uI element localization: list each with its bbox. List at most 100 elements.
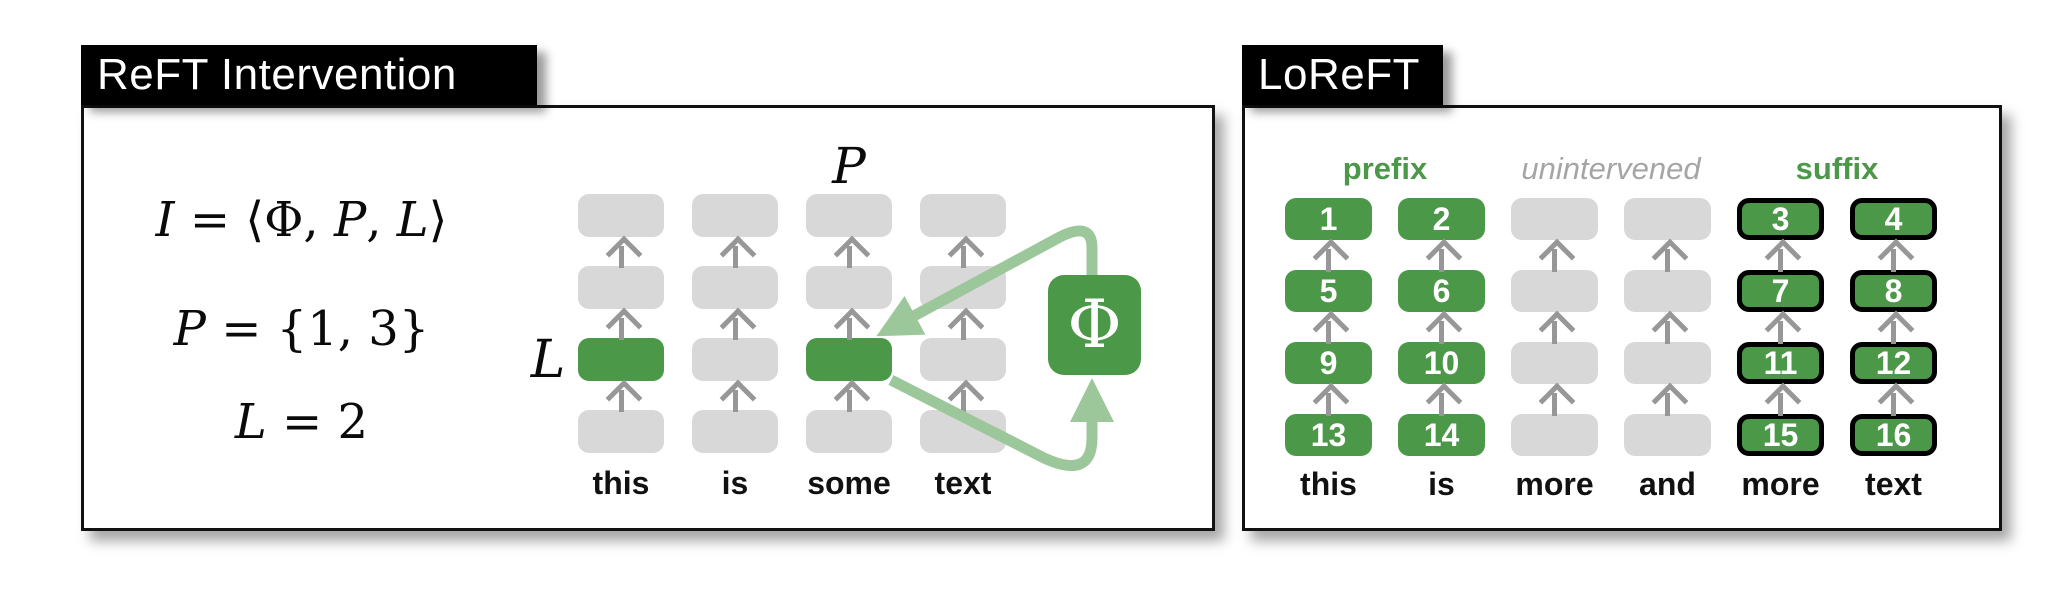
hidden-state-cell: [692, 338, 778, 381]
token-label: some: [807, 465, 891, 501]
hidden-state-cell: [920, 266, 1006, 309]
hidden-state-cell: [920, 338, 1006, 381]
up-arrow-icon: [692, 237, 778, 268]
suffix-intervention-cell: 15: [1737, 414, 1824, 456]
up-arrow-icon: [1737, 384, 1824, 416]
up-arrow-icon: [1624, 312, 1711, 344]
up-arrow-icon: [1511, 240, 1598, 272]
suffix-intervention-cell: 8: [1850, 270, 1937, 312]
intervention-cell: 9: [1285, 342, 1372, 384]
hidden-state-cell: [578, 194, 664, 237]
suffix-intervention-cell: 3: [1737, 198, 1824, 240]
hidden-state-cell: [578, 410, 664, 453]
token-label: this: [592, 465, 650, 501]
token-column-and: and: [1624, 198, 1711, 503]
token-column-this: 1 5 9 13 this: [1285, 198, 1372, 503]
token-label: more: [1741, 466, 1820, 502]
up-arrow-icon: [806, 309, 892, 340]
token-label: and: [1639, 466, 1696, 502]
up-arrow-icon: [1850, 384, 1937, 416]
up-arrow-icon: [1398, 240, 1485, 272]
up-arrow-icon: [1737, 312, 1824, 344]
up-arrow-icon: [920, 237, 1006, 268]
token-column-text: 4 8 12 16 text: [1850, 198, 1937, 503]
token-column-is: 2 6 10 14 is: [1398, 198, 1485, 503]
up-arrow-icon: [1511, 312, 1598, 344]
up-arrow-icon: [1285, 312, 1372, 344]
up-arrow-icon: [578, 237, 664, 268]
hidden-state-cell: [692, 194, 778, 237]
up-arrow-icon: [920, 381, 1006, 412]
equation-intervention: I = ⟨Φ, P, L⟩: [155, 192, 448, 248]
hidden-state-cell: [1511, 342, 1598, 384]
reft-panel-title-text: ReFT Intervention: [97, 50, 457, 99]
up-arrow-icon: [578, 381, 664, 412]
token-column-more2: 3 7 11 15 more: [1737, 198, 1824, 503]
hidden-state-cell: [920, 194, 1006, 237]
hidden-state-cell: [1624, 198, 1711, 240]
hidden-state-cell: [1511, 270, 1598, 312]
reft-panel-title: ReFT Intervention: [81, 45, 537, 105]
intervened-state-cell: [806, 338, 892, 381]
intervened-state-cell: [578, 338, 664, 381]
loreft-panel-title: LoReFT: [1242, 45, 1443, 105]
up-arrow-icon: [1398, 312, 1485, 344]
hidden-state-cell: [1624, 414, 1711, 456]
suffix-intervention-cell: 12: [1850, 342, 1937, 384]
suffix-intervention-cell: 4: [1850, 198, 1937, 240]
hidden-state-cell: [578, 266, 664, 309]
hidden-state-cell: [806, 410, 892, 453]
token-label: is: [1428, 466, 1455, 502]
up-arrow-icon: [692, 309, 778, 340]
up-arrow-icon: [920, 309, 1006, 340]
intervention-cell: 14: [1398, 414, 1485, 456]
suffix-intervention-cell: 11: [1737, 342, 1824, 384]
up-arrow-icon: [1624, 240, 1711, 272]
hidden-state-cell: [692, 410, 778, 453]
hidden-state-cell: [692, 266, 778, 309]
up-arrow-icon: [1285, 240, 1372, 272]
intervention-cell: 6: [1398, 270, 1485, 312]
hidden-state-cell: [806, 194, 892, 237]
token-label: text: [1865, 466, 1922, 502]
up-arrow-icon: [1624, 384, 1711, 416]
loreft-panel-title-text: LoReFT: [1258, 50, 1420, 99]
hidden-state-cell: [1511, 414, 1598, 456]
up-arrow-icon: [1850, 240, 1937, 272]
layer-label: L: [530, 330, 566, 390]
token-column-some: some: [806, 194, 892, 502]
up-arrow-icon: [806, 237, 892, 268]
suffix-intervention-cell: 16: [1850, 414, 1937, 456]
token-column-more1: more: [1511, 198, 1598, 503]
suffix-group-label: suffix: [1795, 151, 1879, 186]
up-arrow-icon: [1737, 240, 1824, 272]
prefix-group-label: prefix: [1342, 151, 1428, 186]
equation-block: I = ⟨Φ, P, L⟩ P = {1, 3} L = 2: [94, 192, 509, 450]
reft-panel-body: I = ⟨Φ, P, L⟩ P = {1, 3} L = 2 P L this: [81, 105, 1215, 531]
equation-positions: P = {1, 3}: [173, 301, 430, 357]
unintervened-group-label: unintervened: [1521, 151, 1701, 186]
up-arrow-icon: [1511, 384, 1598, 416]
position-set-label: P: [832, 137, 866, 195]
up-arrow-icon: [1398, 384, 1485, 416]
up-arrow-icon: [578, 309, 664, 340]
token-column-this: this: [578, 194, 664, 502]
hidden-state-cell: [1511, 198, 1598, 240]
hidden-state-cell: [806, 266, 892, 309]
hidden-state-cell: [920, 410, 1006, 453]
hidden-state-cell: [1624, 342, 1711, 384]
token-label: more: [1515, 466, 1594, 502]
token-column-is: is: [692, 194, 778, 502]
intervention-cell: 13: [1285, 414, 1372, 456]
token-column-text: text: [920, 194, 1006, 502]
phi-function-box: Φ: [1048, 275, 1141, 375]
suffix-intervention-cell: 7: [1737, 270, 1824, 312]
intervention-cell: 1: [1285, 198, 1372, 240]
token-label: text: [934, 465, 992, 501]
loreft-panel-body: prefix unintervened suffix 1 5 9 13 this…: [1242, 105, 2002, 531]
up-arrow-icon: [1850, 312, 1937, 344]
equation-layer: L = 2: [234, 394, 369, 450]
token-label: is: [721, 465, 749, 501]
intervention-cell: 10: [1398, 342, 1485, 384]
